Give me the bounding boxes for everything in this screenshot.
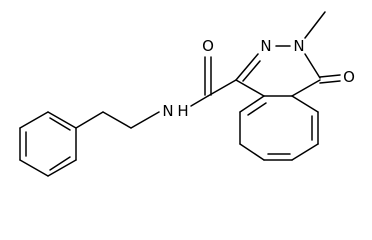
bond-c1-n2: [235, 53, 259, 81]
phenyl-ring: [19, 111, 77, 177]
atom-label-amide-hydrogen: H: [177, 102, 188, 120]
benzo-ring: [239, 95, 319, 161]
bond-ph-inner-2: [49, 156, 71, 171]
bond-bz-inner-1: [247, 102, 267, 116]
bond-bz-7: [291, 95, 319, 113]
bond-c4-o-b: [319, 80, 341, 84]
atom-label-ring-nitrogen-2: N: [293, 37, 304, 55]
phthalazinone-core: [235, 11, 341, 97]
bond-c4-o-a: [319, 74, 341, 78]
bond-carbonyl-ring: [207, 79, 237, 97]
bond-nh-carbonyl: [190, 95, 209, 107]
bond-ph-6: [19, 111, 49, 129]
bond-bz-5: [291, 143, 319, 161]
atom-label-ring-nitrogen-1: N: [260, 37, 271, 55]
bond-ph-ch2: [75, 111, 104, 129]
ethyl-linker: [75, 111, 160, 129]
bond-ch2-ch2: [102, 111, 132, 129]
atom-label-carbonyl-oxygen: O: [202, 37, 214, 55]
bond-ch2-nh: [130, 111, 160, 129]
bond-ph-4: [19, 159, 49, 177]
atom-label-amide-nitrogen: N: [162, 102, 173, 120]
atom-label-ring-oxygen: O: [343, 68, 355, 86]
bond-c1-n2-inner: [242, 60, 261, 82]
bond-ph-inner-1: [49, 117, 71, 131]
molecule-structure-diagram: O N N O N H: [19, 11, 355, 177]
bond-ph-3: [47, 159, 77, 177]
bond-c4-c4a: [291, 79, 321, 97]
bond-c8a-c1: [235, 79, 265, 97]
bond-n3-methyl: [304, 11, 326, 39]
bond-bz-3: [239, 143, 265, 161]
bond-ph-1: [47, 111, 77, 129]
bond-bz-1: [239, 95, 265, 113]
bond-n3-c4: [304, 53, 321, 79]
amide-group: [190, 56, 237, 107]
